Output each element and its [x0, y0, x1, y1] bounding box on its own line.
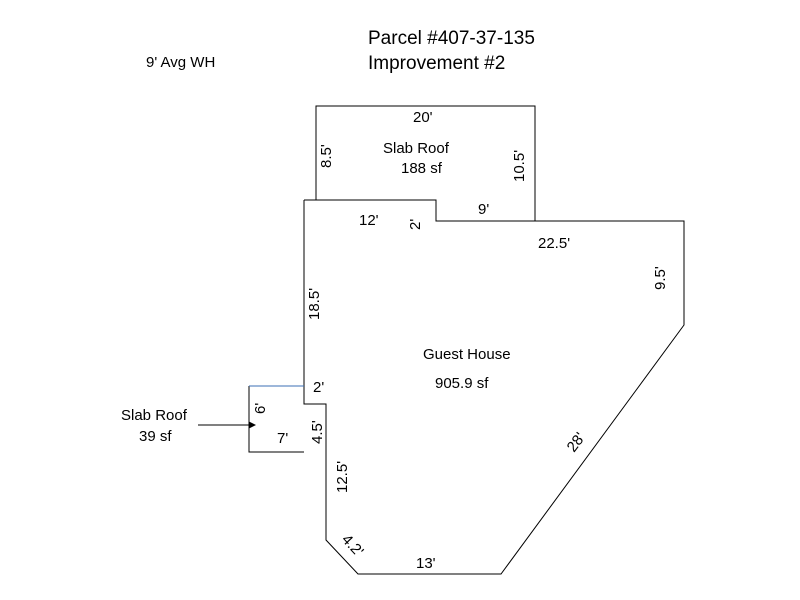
dim-label-4-5: 4.5' — [309, 420, 326, 444]
leader-arrowhead — [249, 421, 256, 429]
dim-label-9: 9' — [478, 201, 489, 218]
dim-label-13: 13' — [416, 555, 436, 572]
dim-label-8-5: 8.5' — [318, 144, 335, 168]
dim-label-4-2: 4.2' — [338, 531, 367, 560]
small-slab-name: Slab Roof — [121, 407, 188, 424]
upper-slab-outline — [315, 105, 536, 221]
upper-slab-area: 188 sf — [401, 160, 443, 177]
dim-label-10-5: 10.5' — [511, 150, 528, 182]
dim-label-2-jog: 2' — [313, 379, 324, 396]
dim-label-2-step: 2' — [407, 219, 424, 230]
guest-house-outline — [303, 199, 685, 575]
upper-slab-name: Slab Roof — [383, 140, 450, 157]
small-slab-outline — [248, 386, 304, 453]
dim-label-22-5: 22.5' — [538, 235, 570, 252]
parcel-title: Parcel #407-37-135 — [368, 28, 535, 49]
improvement-title: Improvement #2 — [368, 53, 505, 74]
dim-label-6: 6' — [252, 403, 269, 414]
small-slab-area: 39 sf — [139, 428, 172, 445]
dim-label-7: 7' — [277, 430, 288, 447]
guest-house-name: Guest House — [423, 346, 511, 363]
dim-label-28: 28' — [564, 429, 589, 455]
guest-house-area: 905.9 sf — [435, 375, 489, 392]
dim-label-18-5: 18.5' — [306, 288, 323, 320]
dim-label-12: 12' — [359, 212, 379, 229]
dim-label-9-5: 9.5' — [652, 266, 669, 290]
wall-height-note: 9' Avg WH — [146, 54, 215, 71]
dim-label-20: 20' — [413, 109, 433, 126]
dim-label-12-5: 12.5' — [334, 461, 351, 493]
